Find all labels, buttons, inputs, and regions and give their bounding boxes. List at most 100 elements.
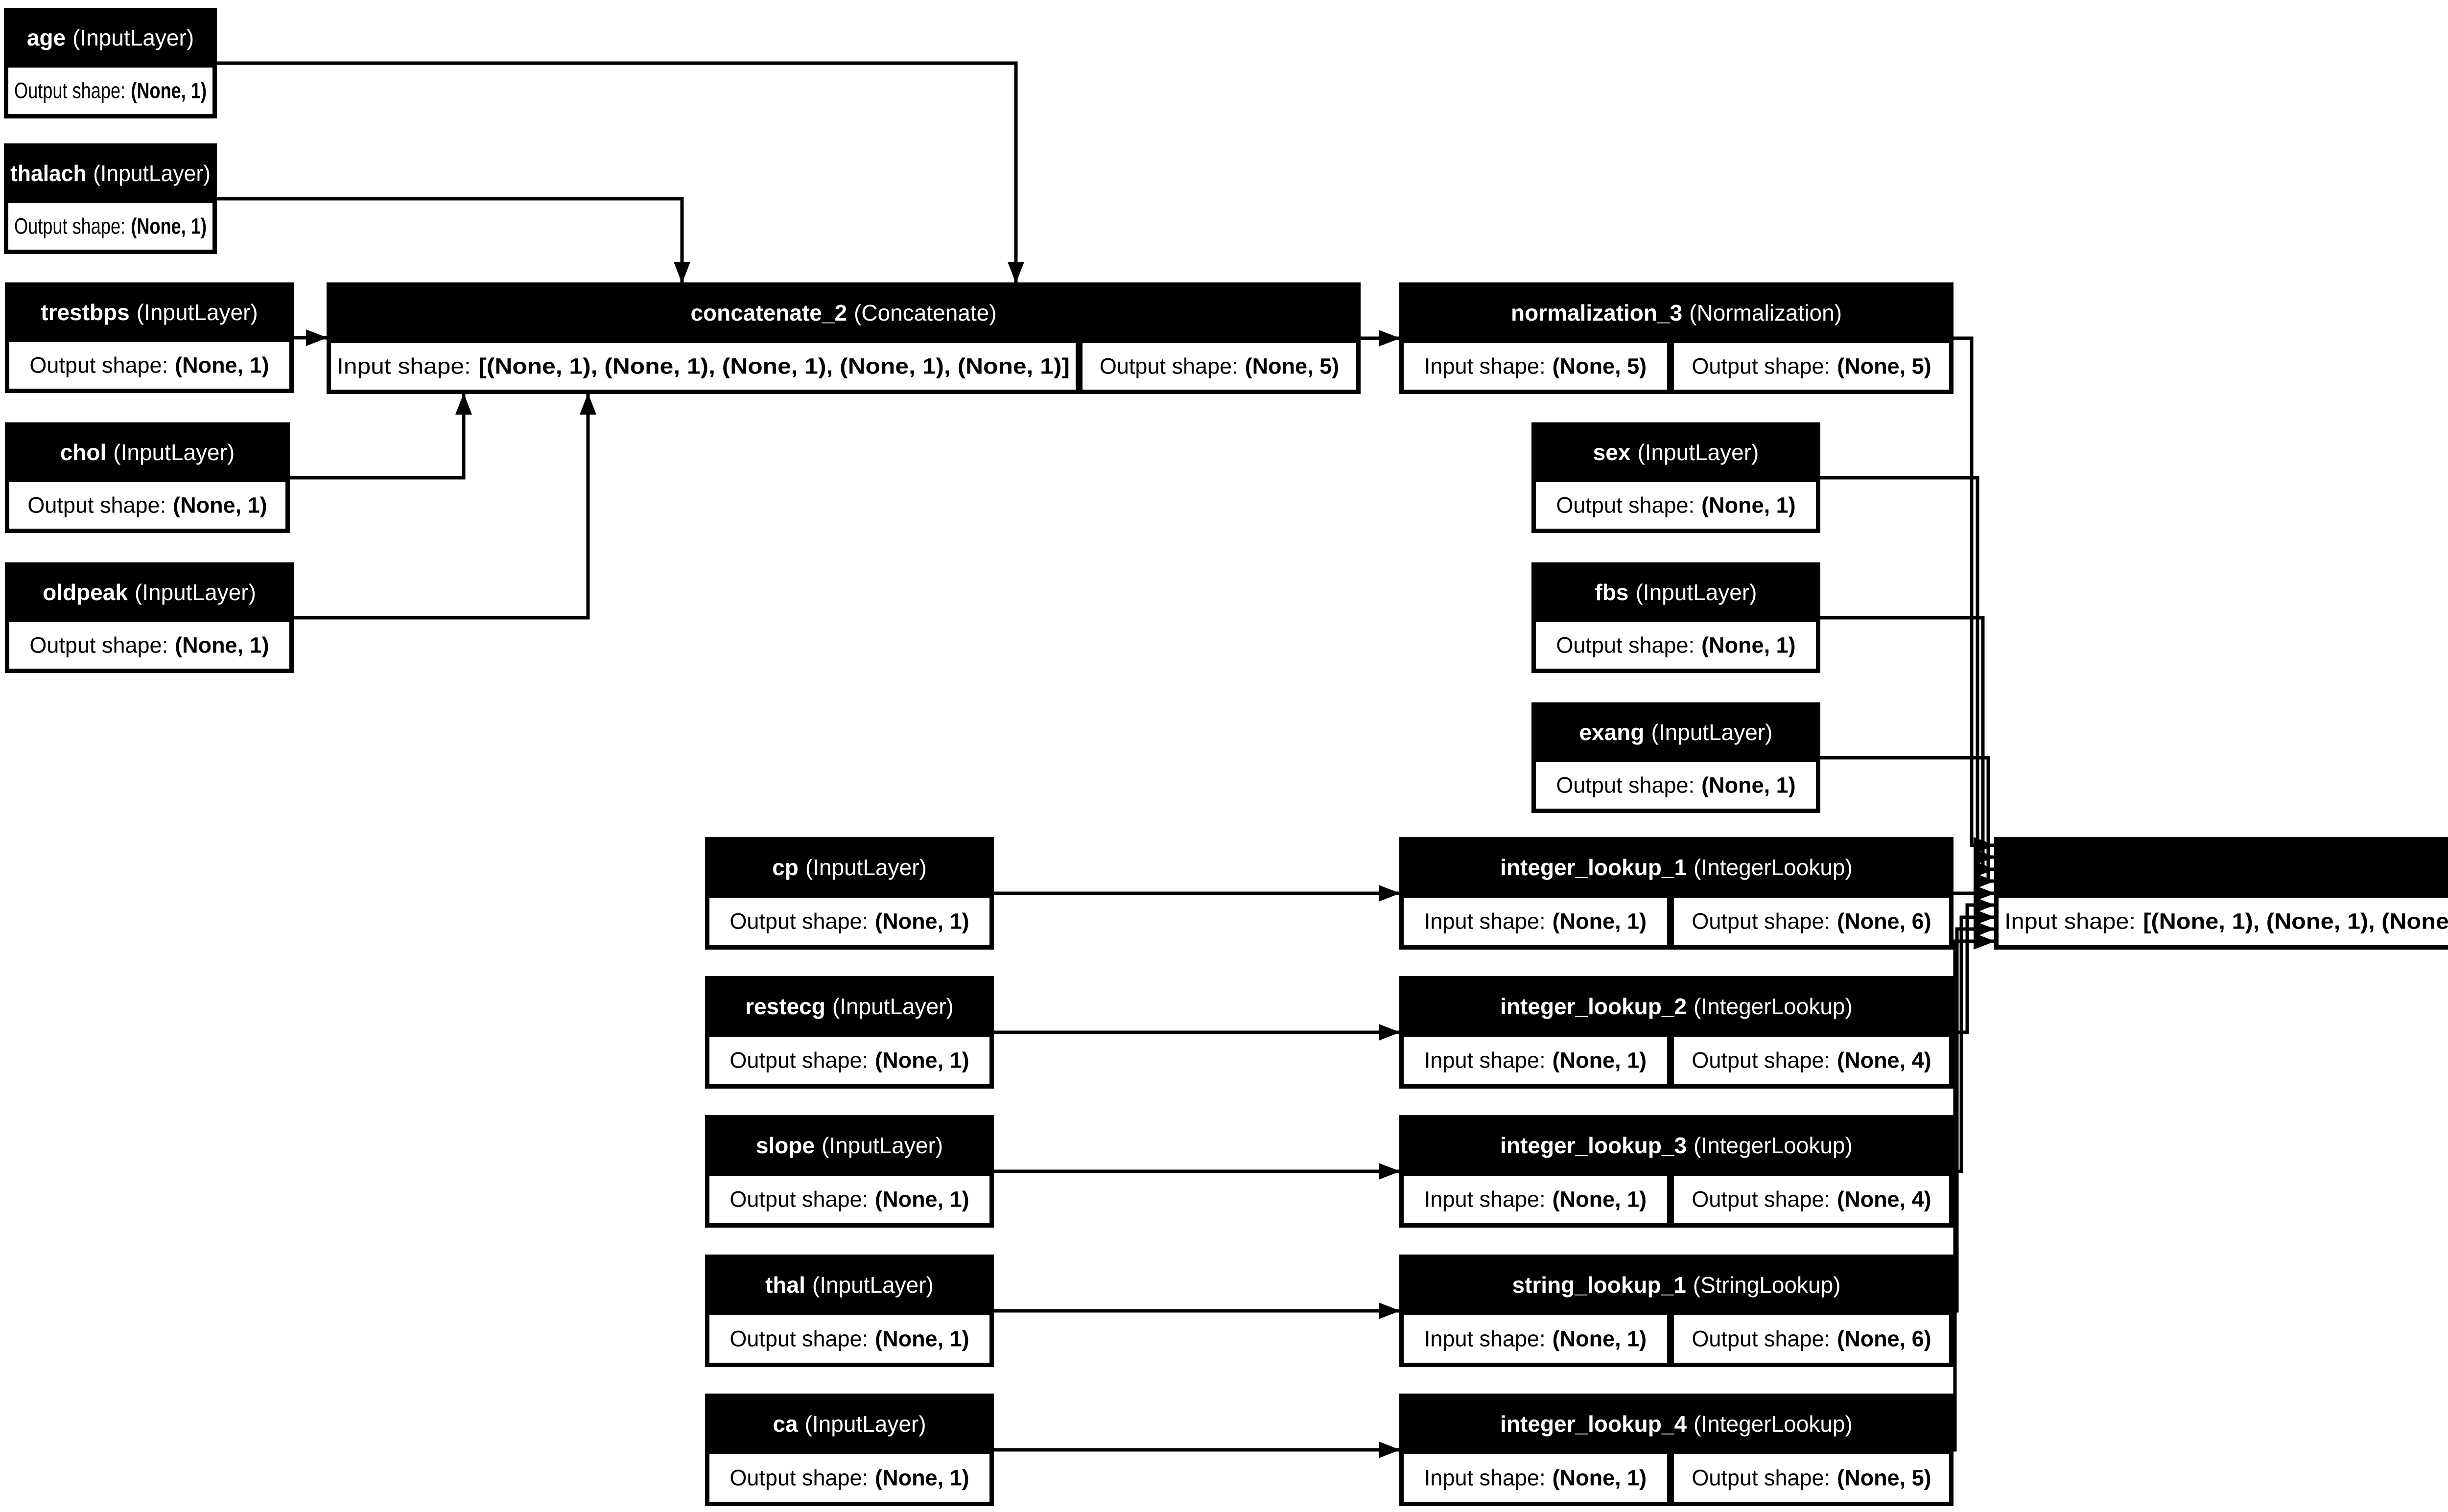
node-exang: exang(InputLayer) Output shape:(None, 1) — [1531, 702, 1820, 813]
node-cp-output-shape: Output shape:(None, 1) — [730, 909, 969, 934]
node-chol-output-shape: Output shape:(None, 1) — [27, 493, 267, 518]
node-slope-title: slope(InputLayer) — [756, 1133, 943, 1158]
node-normalization_3-output-cell — [1674, 343, 1949, 390]
node-oldpeak-output-shape: Output shape:(None, 1) — [29, 633, 269, 658]
node-chol: chol(InputLayer) Output shape:(None, 1) — [5, 422, 290, 533]
node-normalization_3-input-shape: Input shape:(None, 5) — [1424, 354, 1647, 379]
node-slope: slope(InputLayer) Output shape:(None, 1) — [705, 1115, 994, 1228]
node-oldpeak: oldpeak(InputLayer) Output shape:(None, 1… — [5, 562, 294, 673]
node-integer_lookup_1-input-shape: Input shape:(None, 1) — [1424, 909, 1647, 934]
node-concatenate_2-title: concatenate_2(Concatenate) — [690, 300, 996, 326]
node-concatenate_3-input-shape: Input shape:[(None, 1), (None, 1), (None… — [2004, 909, 2448, 934]
node-age-title: age(InputLayer) — [27, 25, 194, 50]
nodes-layer: age(InputLayer) Output shape:(None, 1) tha… — [4, 8, 2448, 1506]
node-normalization_3-title: normalization_3(Normalization) — [1511, 300, 1842, 326]
node-concatenate_3: concatenate_3(Concatenate)Input shape:[(… — [1994, 837, 2448, 950]
node-integer_lookup_4-output-cell — [1674, 1454, 1949, 1502]
node-integer_lookup_1-input-cell — [1404, 898, 1667, 945]
node-integer_lookup_3-input-shape: Input shape:(None, 1) — [1424, 1187, 1647, 1212]
node-integer_lookup_1-output-shape: Output shape:(None, 6) — [1692, 909, 1931, 934]
node-integer_lookup_4-input-shape: Input shape:(None, 1) — [1424, 1465, 1647, 1490]
node-integer_lookup_1-output-cell — [1674, 898, 1949, 945]
node-age-output-shape: Output shape:(None, 1) — [14, 78, 207, 103]
node-thal-title: thal(InputLayer) — [765, 1272, 934, 1298]
node-oldpeak-output-cell — [9, 622, 289, 669]
node-integer_lookup_3-input-cell — [1404, 1176, 1667, 1223]
node-string_lookup_1-input-shape: Input shape:(None, 1) — [1424, 1326, 1647, 1351]
node-chol-title: chol(InputLayer) — [60, 440, 235, 465]
node-integer_lookup_3: integer_lookup_3(IntegerLookup) Input sha… — [1399, 1115, 1954, 1228]
node-concatenate_2-output-cell — [1083, 343, 1356, 390]
node-thalach: thalach(InputLayer)Output shape:(None, 1… — [4, 143, 217, 254]
node-slope-output-shape: Output shape:(None, 1) — [730, 1187, 969, 1212]
node-thal-output-shape: Output shape:(None, 1) — [730, 1326, 969, 1351]
node-integer_lookup_1: integer_lookup_1(IntegerLookup) Input sha… — [1399, 837, 1954, 950]
node-integer_lookup_3-output-shape: Output shape:(None, 4) — [1692, 1187, 1931, 1212]
node-concatenate_2: concatenate_2(Concatenate)Input shape:[(… — [327, 282, 1361, 394]
node-string_lookup_1-title: string_lookup_1(StringLookup) — [1512, 1272, 1840, 1298]
node-integer_lookup_2: integer_lookup_2(IntegerLookup) Input sha… — [1399, 976, 1954, 1089]
node-oldpeak-title: oldpeak(InputLayer) — [43, 580, 256, 605]
node-ca: ca(InputLayer) Output shape:(None, 1) — [705, 1394, 994, 1506]
node-exang-output-shape: Output shape:(None, 1) — [1556, 773, 1795, 798]
node-normalization_3: normalization_3(Normalization) Input shap… — [1399, 282, 1954, 394]
node-integer_lookup_1-title: integer_lookup_1(IntegerLookup) — [1500, 855, 1853, 880]
node-trestbps-title: trestbps(InputLayer) — [41, 300, 258, 325]
node-ca-output-cell — [709, 1454, 989, 1502]
node-trestbps-output-shape: Output shape:(None, 1) — [29, 353, 269, 378]
node-normalization_3-input-cell — [1404, 343, 1667, 390]
node-integer_lookup_2-output-cell — [1674, 1037, 1949, 1084]
node-integer_lookup_4-output-shape: Output shape:(None, 5) — [1692, 1465, 1931, 1490]
node-integer_lookup_2-input-shape: Input shape:(None, 1) — [1424, 1048, 1647, 1073]
node-ca-output-shape: Output shape:(None, 1) — [730, 1465, 969, 1490]
node-exang-title: exang(InputLayer) — [1579, 720, 1773, 745]
edge-sex-to-concatenate_3 — [1820, 476, 1995, 865]
node-integer_lookup_3-output-cell — [1674, 1176, 1949, 1223]
node-age: age(InputLayer) Output shape:(None, 1) — [4, 8, 217, 118]
node-slope-output-cell — [709, 1176, 989, 1223]
node-fbs-output-cell — [1536, 622, 1816, 669]
node-restecg: restecg(InputLayer) Output shape:(None, 1… — [705, 976, 994, 1089]
node-trestbps-output-cell — [9, 342, 289, 389]
node-normalization_3-output-shape: Output shape:(None, 5) — [1692, 354, 1931, 379]
node-chol-output-cell — [9, 482, 285, 529]
edge-oldpeak-to-concatenate_2 — [294, 393, 596, 620]
node-string_lookup_1-output-cell — [1674, 1315, 1949, 1363]
node-concatenate_2-output-shape: Output shape:(None, 5) — [1100, 354, 1339, 379]
node-concatenate_3-input-cell — [1999, 898, 2448, 945]
node-exang-output-cell — [1536, 762, 1816, 809]
node-integer_lookup_3-title: integer_lookup_3(IntegerLookup) — [1500, 1133, 1853, 1158]
node-thalach-title: thalach(InputLayer) — [10, 161, 211, 186]
node-thal-output-cell — [709, 1315, 989, 1363]
node-ca-title: ca(InputLayer) — [773, 1411, 926, 1437]
node-thalach-output-cell — [8, 203, 212, 250]
edge-exang-to-concatenate_3 — [1820, 756, 1995, 889]
node-restecg-output-cell — [709, 1037, 989, 1084]
node-trestbps: trestbps(InputLayer) Output shape:(None, … — [5, 282, 294, 393]
node-integer_lookup_2-title: integer_lookup_2(IntegerLookup) — [1500, 994, 1853, 1019]
node-fbs-output-shape: Output shape:(None, 1) — [1556, 633, 1795, 658]
node-integer_lookup_2-output-shape: Output shape:(None, 4) — [1692, 1048, 1931, 1073]
node-age-output-cell — [8, 68, 212, 114]
node-cp: cp(InputLayer) Output shape:(None, 1) — [705, 837, 994, 950]
node-integer_lookup_4-title: integer_lookup_4(IntegerLookup) — [1500, 1411, 1853, 1437]
node-fbs: fbs(InputLayer)Output shape:(None, 1) — [1531, 562, 1820, 673]
node-sex-title: sex(InputLayer) — [1593, 440, 1759, 465]
edges-layer — [217, 61, 1995, 1458]
node-concatenate_2-input-cell — [331, 343, 1076, 390]
edge-age-to-concatenate_2 — [217, 61, 1024, 283]
node-restecg-title: restecg(InputLayer) — [745, 994, 954, 1019]
node-integer_lookup_4-input-cell — [1404, 1454, 1667, 1502]
node-cp-title: cp(InputLayer) — [772, 855, 927, 880]
node-string_lookup_1-output-shape: Output shape:(None, 6) — [1692, 1326, 1931, 1351]
node-integer_lookup_2-input-cell — [1404, 1037, 1667, 1084]
node-sex: sex(InputLayer)Output shape:(None, 1) — [1531, 422, 1820, 533]
node-integer_lookup_4: integer_lookup_4(IntegerLookup) Input sha… — [1399, 1394, 1954, 1506]
node-string_lookup_1: string_lookup_1(StringLookup) Input shape… — [1399, 1255, 1954, 1367]
node-cp-output-cell — [709, 898, 989, 945]
node-restecg-output-shape: Output shape:(None, 1) — [730, 1048, 969, 1073]
edge-chol-to-concatenate_2 — [290, 393, 472, 480]
